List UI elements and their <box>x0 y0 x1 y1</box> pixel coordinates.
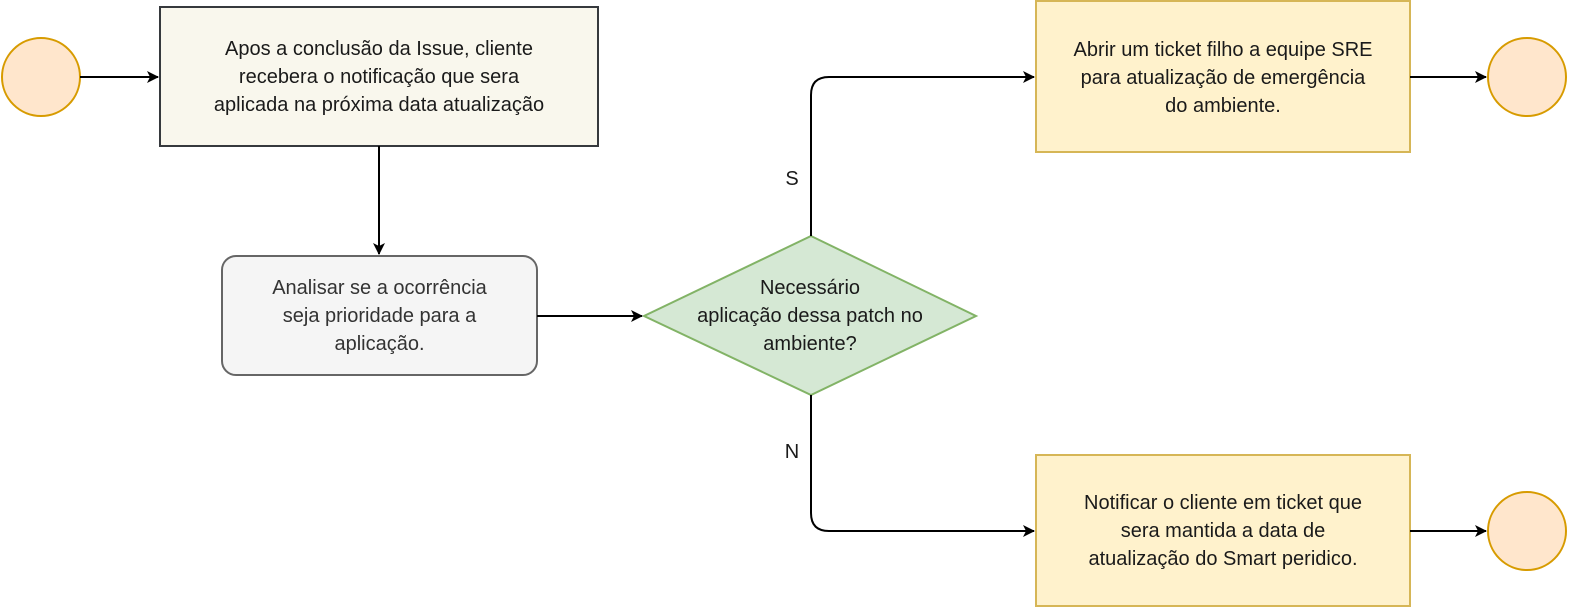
edge-label-yes: S <box>785 168 799 190</box>
start-event <box>1 37 81 117</box>
notify-client-box <box>1035 454 1411 607</box>
edge-label-no: N <box>784 441 800 463</box>
edge-decision-yes <box>810 71 1035 236</box>
end-event-bottom <box>1487 491 1567 571</box>
notice-text: Apos a conclusão da Issue, cliente receb… <box>213 37 545 116</box>
sre-ticket-box <box>1035 0 1411 153</box>
notice-box <box>159 6 599 147</box>
notify-client-text: Notificar o cliente em ticket que sera m… <box>1084 491 1362 570</box>
edge-decision-no <box>810 395 1035 537</box>
decision-text: Necessário aplicação dessa patch no ambi… <box>697 277 923 355</box>
analyze-text: Analisar se a ocorrência seja prioridade… <box>272 276 487 355</box>
sre-ticket-text: Abrir um ticket filho a equipe SRE para … <box>1073 39 1373 117</box>
end-event-top <box>1487 37 1567 117</box>
